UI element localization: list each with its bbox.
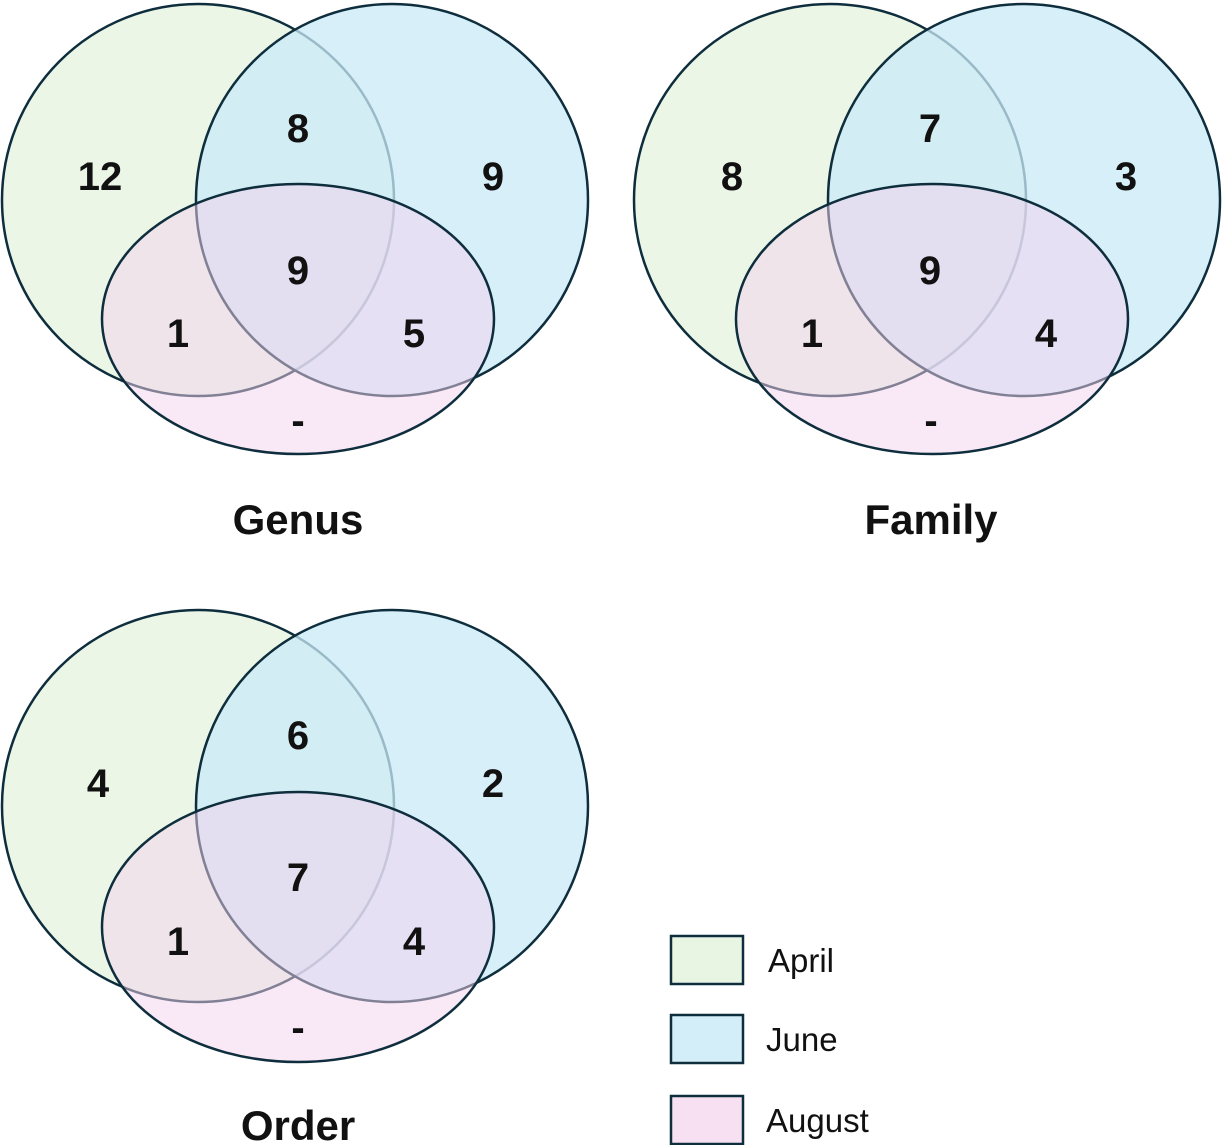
region-june-august: 4 — [403, 920, 426, 964]
region-april-june: 6 — [287, 714, 309, 758]
august-ellipse — [734, 182, 1130, 456]
legend-swatch-june — [669, 1013, 745, 1065]
region-june-august: 4 — [1035, 312, 1058, 356]
region-june-only: 9 — [482, 155, 504, 199]
august-ellipse — [100, 182, 496, 456]
region-june-only: 3 — [1115, 155, 1137, 199]
legend-label-august: August — [766, 1102, 869, 1139]
region-april-only: 12 — [78, 155, 123, 199]
legend-item-august: August — [669, 1094, 869, 1145]
region-april-only: 8 — [721, 155, 743, 199]
region-all-three: 7 — [287, 856, 309, 900]
venn-diagram-order: 4 6 2 7 1 4 - Order — [0, 608, 590, 1145]
region-june-august: 5 — [403, 312, 425, 356]
venn-diagram-genus: 12 8 9 9 1 5 - Genus — [0, 2, 590, 543]
region-june-only: 2 — [482, 762, 504, 806]
venn-diagram-family: 8 7 3 9 1 4 - Family — [632, 2, 1222, 543]
august-ellipse — [100, 790, 496, 1064]
legend-swatch-april — [669, 934, 745, 986]
legend-label-april: April — [768, 942, 834, 979]
diagram-title-order: Order — [241, 1102, 355, 1145]
region-april-june: 7 — [919, 107, 941, 151]
region-april-august: 1 — [801, 312, 823, 356]
region-april-only: 4 — [87, 762, 110, 806]
legend-swatch-august — [669, 1094, 745, 1145]
region-august-only: - — [924, 399, 937, 443]
region-all-three: 9 — [919, 249, 941, 293]
region-august-only: - — [291, 1006, 304, 1050]
legend-item-april: April — [669, 934, 834, 986]
legend-item-june: June — [669, 1013, 838, 1065]
legend: April June August — [669, 934, 869, 1145]
region-april-june: 8 — [287, 107, 309, 151]
diagram-title-genus: Genus — [233, 496, 364, 543]
region-all-three: 9 — [287, 249, 309, 293]
legend-label-june: June — [766, 1021, 838, 1058]
region-april-august: 1 — [167, 920, 189, 964]
diagram-title-family: Family — [864, 496, 998, 543]
region-april-august: 1 — [167, 312, 189, 356]
region-august-only: - — [291, 399, 304, 443]
